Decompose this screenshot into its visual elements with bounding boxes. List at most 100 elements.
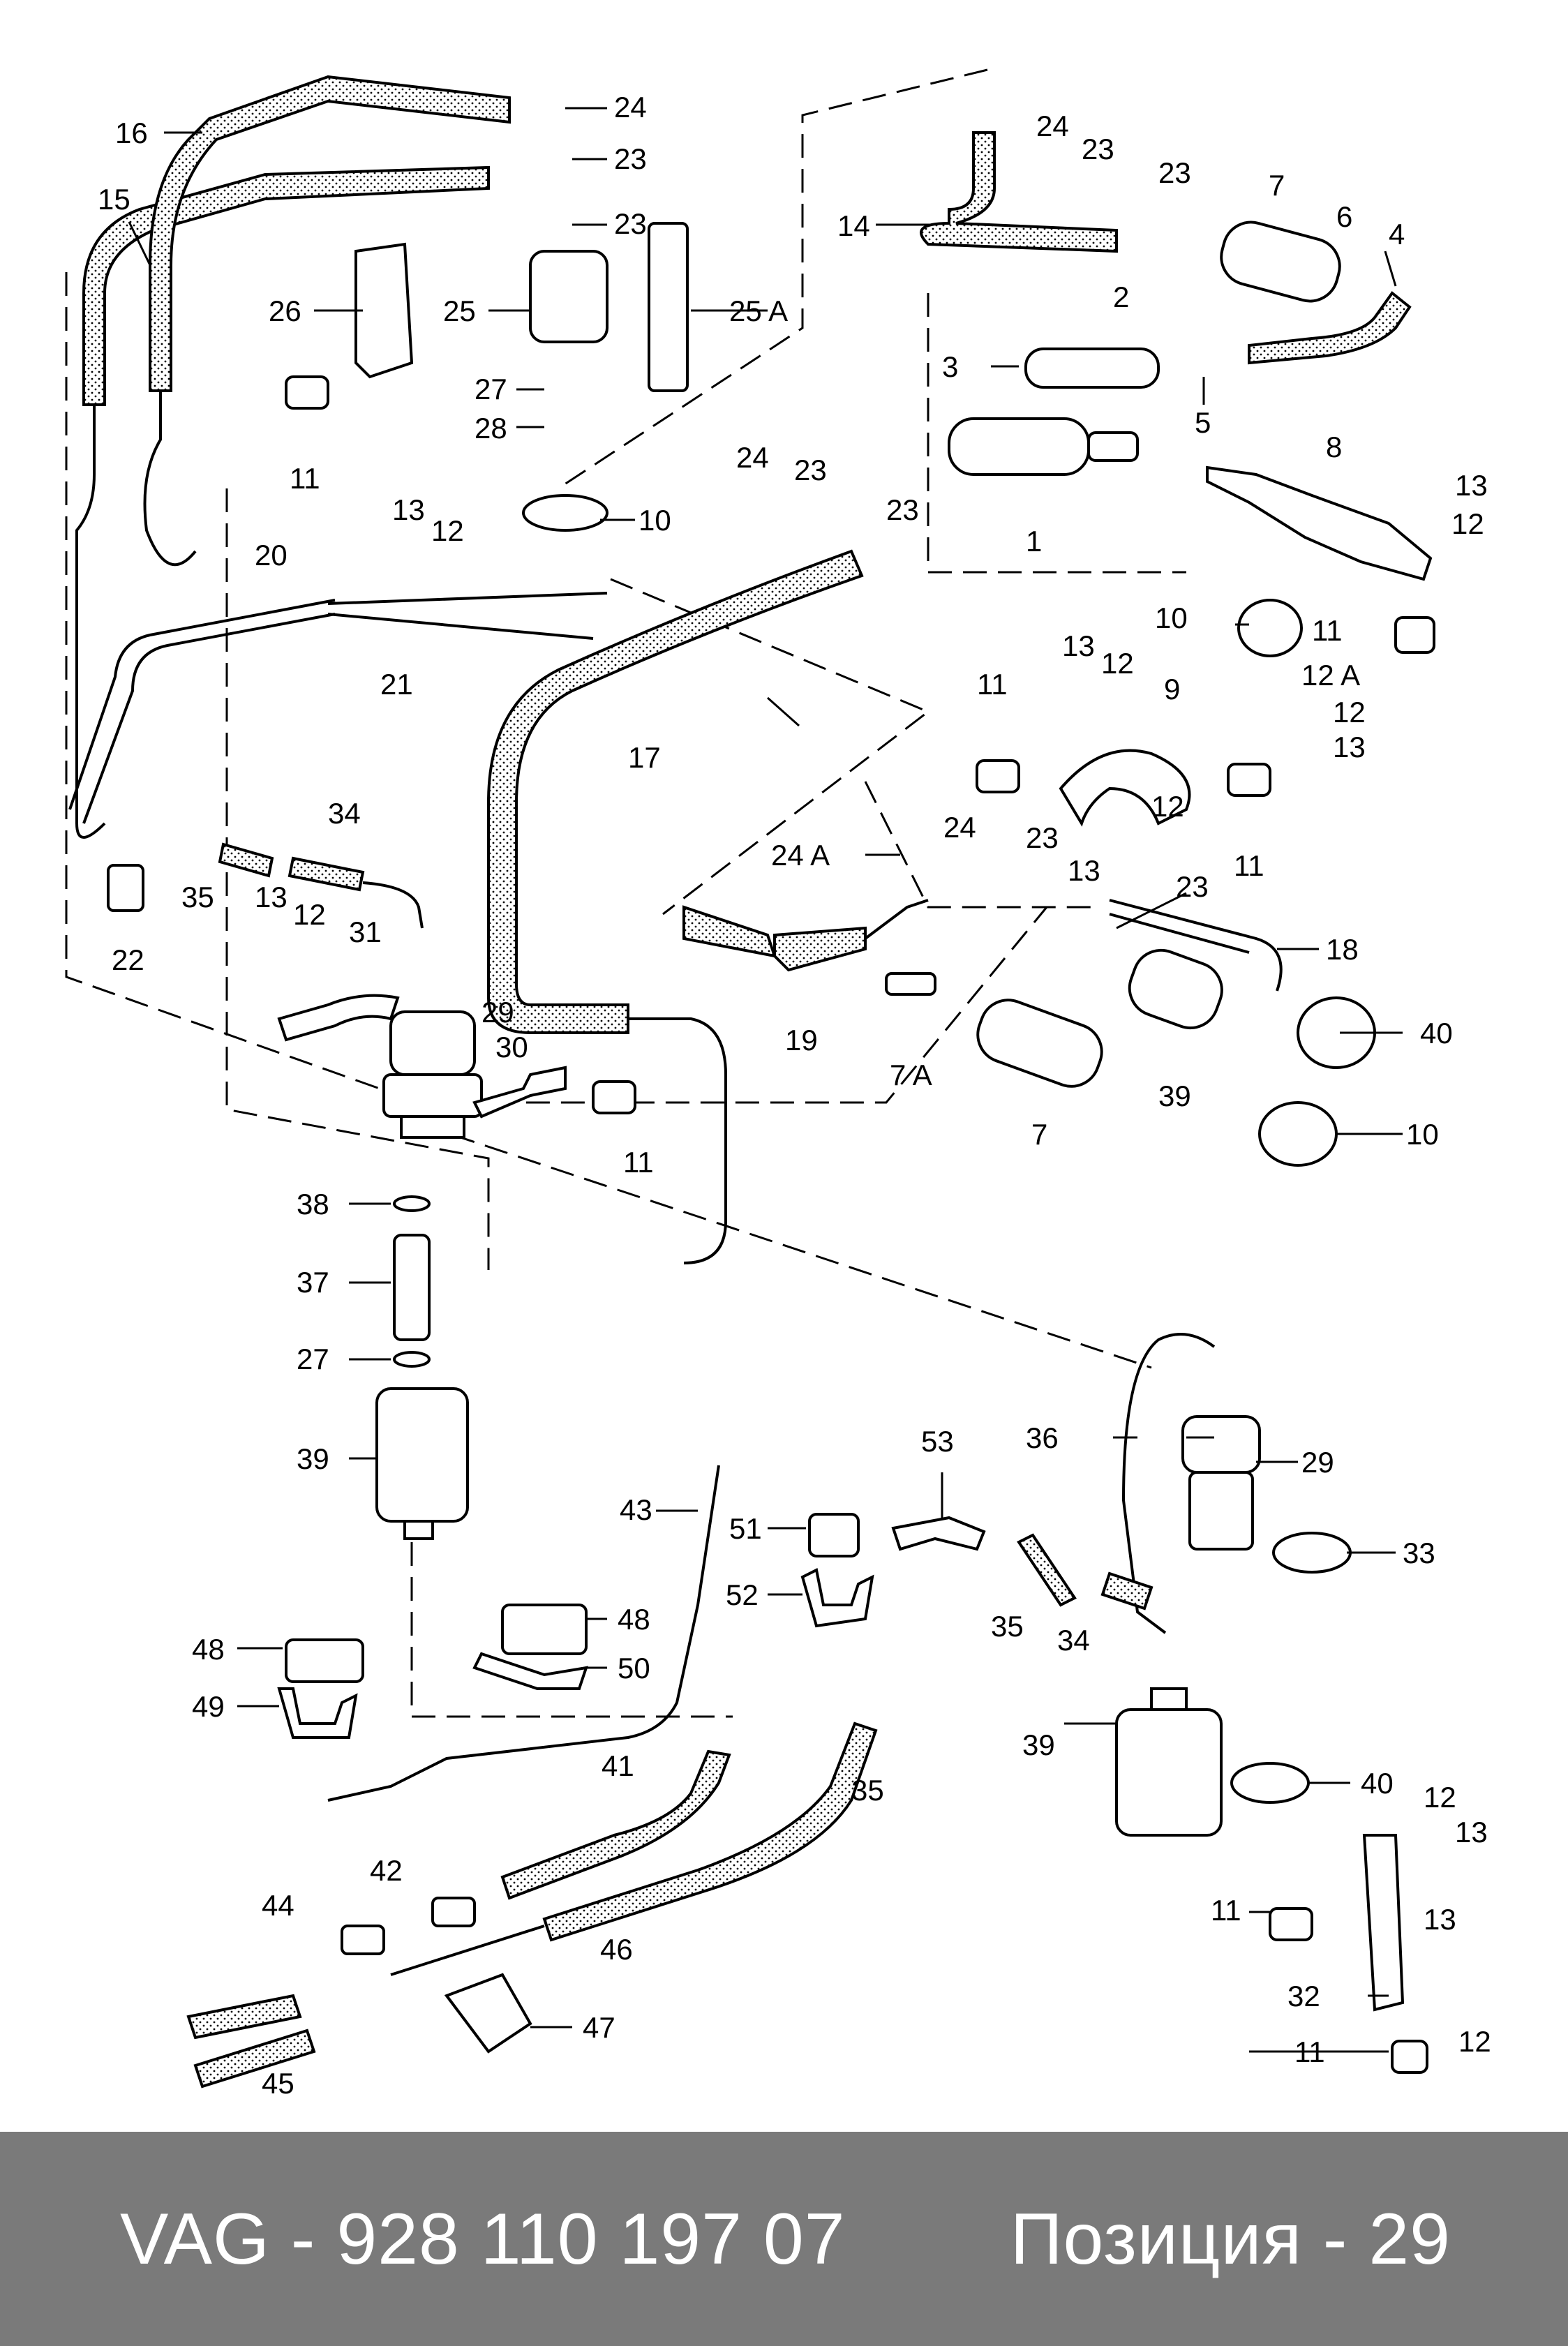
pressure-damper-29-b (1181, 1415, 1261, 1551)
label-12-g: 12 (1424, 1781, 1456, 1814)
label-23-e: 23 (794, 454, 827, 486)
holder-50 (472, 1652, 588, 1690)
label-29-b: 29 (1301, 1446, 1334, 1479)
label-34-b: 34 (1057, 1624, 1090, 1657)
label-13-g: 13 (1455, 1816, 1488, 1848)
clamp-10-c (1258, 1101, 1338, 1167)
fuel-filter-39-bottom (1115, 1687, 1223, 1837)
label-23-d: 23 (1158, 156, 1191, 189)
fuel-filter-39-mid (1128, 948, 1223, 1030)
label-13-h: 13 (1424, 1903, 1456, 1936)
hose-46 (390, 1721, 878, 1976)
label-11-g: 11 (1294, 2035, 1325, 2068)
label-11-d: 11 (1312, 614, 1343, 647)
label-36: 36 (1026, 1421, 1059, 1454)
label-16: 16 (115, 117, 148, 149)
label-11-e: 11 (623, 1146, 654, 1179)
label-49: 49 (192, 1690, 225, 1723)
label-10-b: 10 (1155, 602, 1188, 634)
label-26: 26 (269, 294, 301, 327)
label-35-b: 35 (991, 1610, 1024, 1643)
label-11-c: 11 (1234, 849, 1264, 882)
fuel-pump-7-top (1220, 221, 1341, 303)
holder-49 (277, 1687, 358, 1739)
label-24-a: 24 (614, 91, 647, 124)
label-13-b: 13 (1062, 629, 1095, 662)
hose-41 (500, 1749, 731, 1900)
pipe-36 (1121, 1333, 1216, 1634)
label-18: 18 (1326, 933, 1359, 966)
label-13-c: 13 (1455, 469, 1488, 502)
holder-48-a (285, 1638, 364, 1683)
leader-lines (128, 107, 1403, 2053)
hose-19 (682, 899, 929, 972)
label-13-f: 13 (255, 881, 288, 913)
label-9: 9 (1164, 673, 1180, 705)
filter-25 (529, 250, 608, 343)
label-13-e: 13 (1068, 854, 1100, 887)
label-45: 45 (262, 2067, 294, 2100)
label-28: 28 (475, 412, 507, 444)
label-10-c: 10 (1406, 1118, 1439, 1151)
strainer-2 (1024, 348, 1160, 389)
label-20: 20 (255, 539, 288, 571)
label-24-d: 24 (943, 811, 976, 844)
dashed-reference-lines (65, 68, 1186, 1718)
label-38: 38 (297, 1188, 329, 1220)
label-25: 25 (443, 294, 476, 327)
bracket-30 (472, 1066, 567, 1119)
label-48-a: 48 (192, 1633, 225, 1666)
label-2: 2 (1113, 281, 1129, 313)
label-12-e: 12 (1333, 696, 1366, 729)
label-24-c: 24 (736, 441, 769, 474)
label-4: 4 (1389, 218, 1405, 251)
holder-53 (891, 1516, 986, 1551)
holder-52 (800, 1568, 874, 1628)
pressure-damper-29-a (382, 1010, 483, 1139)
label-12-d: 12 (1451, 507, 1484, 540)
label-31: 31 (349, 916, 382, 948)
label-7A: 7 A (890, 1059, 932, 1091)
label-46: 46 (600, 1933, 633, 1966)
label-12-a: 12 (431, 514, 464, 547)
pipe-43 (327, 1465, 720, 1802)
hose-4 (1248, 291, 1412, 365)
footer-bar: VAG - 928 110 197 07 Позиция - 29 (0, 2132, 1568, 2346)
label-5: 5 (1195, 406, 1211, 439)
label-7-mid: 7 (1031, 1118, 1047, 1151)
label-3: 3 (942, 350, 958, 383)
label-34-a: 34 (328, 797, 361, 830)
bracket-31 (277, 994, 400, 1042)
label-48-b: 48 (618, 1603, 650, 1636)
fitting-7A (885, 972, 936, 996)
label-14: 14 (837, 209, 870, 242)
hose-44 (186, 1994, 302, 2040)
label-11-f: 11 (1211, 1894, 1241, 1927)
hose-45 (193, 2029, 316, 2089)
label-15: 15 (98, 183, 130, 216)
label-35-a: 35 (181, 881, 214, 913)
bracket-26 (354, 242, 414, 379)
label-39-c: 39 (1022, 1728, 1055, 1761)
holder-48-b (501, 1604, 588, 1655)
label-40-b: 40 (1361, 1767, 1394, 1800)
label-52: 52 (726, 1578, 759, 1611)
filter-37 (393, 1234, 431, 1341)
label-12A: 12 A (1301, 659, 1360, 692)
hose-34-a (218, 842, 424, 929)
fuel-damper-1 (948, 417, 1139, 476)
hose-34-b (1017, 1533, 1153, 1611)
position-text: Позиция - 29 (1010, 2199, 1451, 2280)
label-24A: 24 A (771, 839, 830, 872)
pipe-21 (327, 592, 608, 640)
label-13-a: 13 (392, 493, 425, 526)
part-number-text: VAG - 928 110 197 07 (120, 2199, 846, 2280)
label-1: 1 (1026, 525, 1042, 558)
washer-27-bottom (393, 1351, 431, 1368)
label-30: 30 (495, 1031, 528, 1063)
label-23-h: 23 (1176, 870, 1209, 903)
label-11-b: 11 (977, 668, 1008, 701)
parts-diagram: 1 2 3 4 5 6 7 7 7 A 8 9 10 10 10 11 11 1… (65, 68, 1491, 2100)
label-24-b: 24 (1036, 110, 1069, 142)
label-23-f: 23 (886, 493, 919, 526)
